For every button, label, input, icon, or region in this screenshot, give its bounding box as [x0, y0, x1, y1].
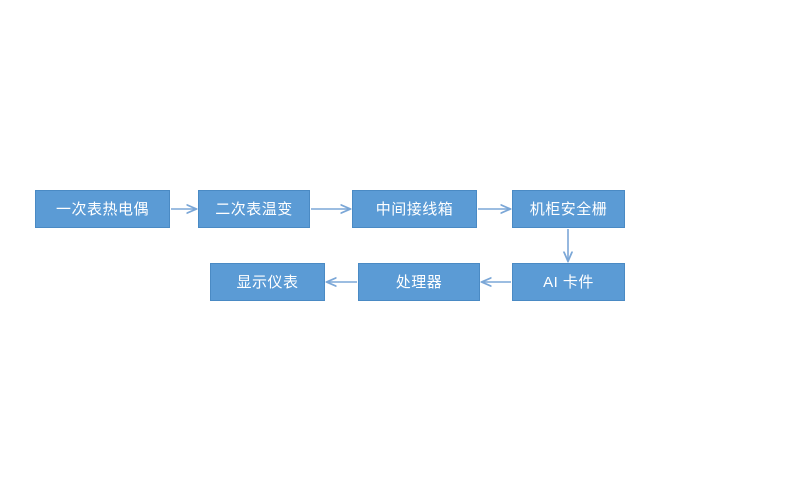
flow-node-n7[interactable]: 显示仪表	[210, 263, 325, 301]
flow-node-n4[interactable]: 机柜安全栅	[512, 190, 625, 228]
flow-node-n5[interactable]: AI 卡件	[512, 263, 625, 301]
flow-node-label: 中间接线箱	[375, 200, 454, 218]
flow-node-n1[interactable]: 一次表热电偶	[35, 190, 170, 228]
flow-node-label: 显示仪表	[236, 273, 299, 291]
flow-node-label: 二次表温变	[215, 200, 293, 218]
flow-node-label: 机柜安全栅	[529, 200, 608, 218]
flow-node-label: 一次表热电偶	[55, 200, 149, 218]
flow-node-label: AI 卡件	[543, 273, 594, 291]
flow-node-n2[interactable]: 二次表温变	[198, 190, 310, 228]
flow-node-label: 处理器	[395, 273, 443, 291]
flow-node-n6[interactable]: 处理器	[358, 263, 480, 301]
flow-node-n3[interactable]: 中间接线箱	[352, 190, 477, 228]
